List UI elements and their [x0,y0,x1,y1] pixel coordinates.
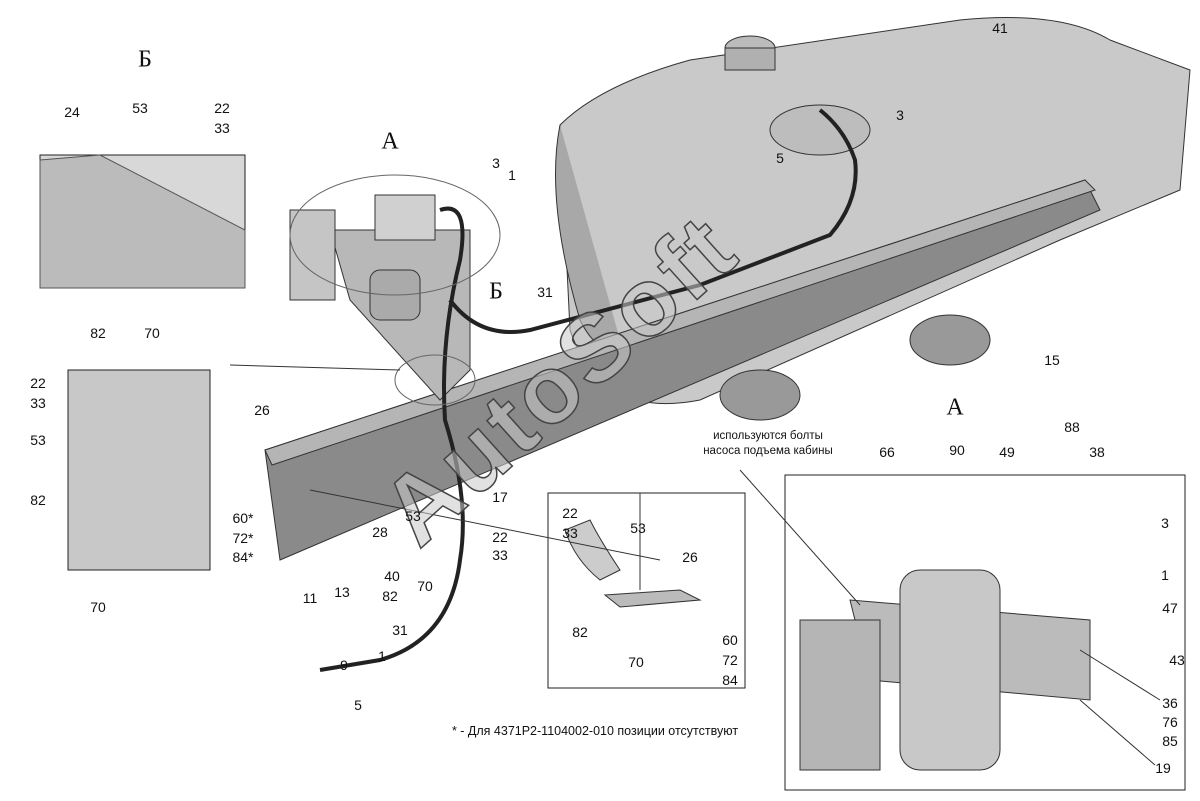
callout-b-24: 24 [64,104,80,120]
callout-a-47: 47 [1162,600,1178,616]
callout-l-82: 82 [30,492,46,508]
callout-m-11: 11 [302,590,318,606]
callout-m-22: 22 [492,529,508,545]
bolts-note-line2: насоса подъема кабины [703,445,833,457]
callout-m-41: 41 [992,20,1008,36]
callout-m-15: 15 [1044,352,1060,368]
callout-c-53: 53 [630,520,646,536]
callout-l-26: 26 [254,402,270,418]
callout-a-36: 36 [1162,695,1178,711]
view-b-marker: Б [489,278,503,305]
callout-a-66: 66 [879,444,895,460]
callout-m-53: 53 [405,508,421,524]
footnote: * - Для 4371Р2-1104002-010 позиции отсут… [451,724,739,738]
callout-l-33: 33 [30,395,46,411]
callout-a-38: 38 [1089,444,1105,460]
callout-l-70: 70 [90,599,106,615]
callout-a-1: 1 [1161,567,1169,583]
callout-a-3: 3 [1161,515,1169,531]
callout-l-53: 53 [30,432,46,448]
callout-m-70: 70 [417,578,433,594]
callout-c-70: 70 [628,654,644,670]
callout-c-60: 60 [722,632,738,648]
callout-c-22: 22 [562,505,578,521]
callout-l-72: 72* [232,530,254,546]
callout-m-17: 17 [492,489,508,505]
callout-l-22: 22 [30,375,46,391]
inset-center-frame [547,492,746,689]
callout-b-33: 33 [214,120,230,136]
callout-m-3: 3 [492,155,500,171]
callout-m-5: 5 [776,150,784,166]
callout-a-19: 19 [1155,760,1171,776]
callout-m-1b: 1 [378,648,386,664]
callout-c-33: 33 [562,525,578,541]
callout-a-43: 43 [1169,652,1185,668]
hoses [319,108,858,672]
inset-b-title: Б [138,46,152,73]
callout-c-84: 84 [722,672,738,688]
callout-a-85: 85 [1162,733,1178,749]
leader-lines [229,364,1161,766]
callout-m-31b: 31 [392,622,408,638]
callout-m-1: 1 [508,167,516,183]
callout-b-82: 82 [90,325,106,341]
callout-m-33: 33 [492,547,508,563]
bolts-note: используются болты насоса подъема кабины [703,429,833,459]
callout-b-70: 70 [144,325,160,341]
detail-circle-a [289,174,501,296]
callout-m-5b: 5 [354,697,362,713]
callout-a-49: 49 [999,444,1015,460]
callout-m-31: 31 [537,284,553,300]
callout-b-53: 53 [132,100,148,116]
callout-c-26: 26 [682,549,698,565]
callout-m-13: 13 [334,584,350,600]
inset-left-frame [67,369,211,571]
callout-m-40: 40 [384,568,400,584]
callout-l-60: 60* [232,510,254,526]
callout-c-82: 82 [572,624,588,640]
detail-circle-b [394,354,476,406]
callout-m-9: 9 [340,657,348,673]
bolts-note-line1: используются болты [713,430,823,442]
inset-a-title: А [946,394,964,421]
callout-a-90: 90 [949,442,965,458]
frame-rail [264,179,1101,561]
callout-l-84: 84* [232,549,254,565]
callout-a-76: 76 [1162,714,1178,730]
callout-m-28: 28 [372,524,388,540]
view-a-marker: А [381,128,399,155]
pump-bracket [289,194,471,401]
callout-c-72: 72 [722,652,738,668]
callout-a-88: 88 [1064,419,1080,435]
callout-m-82: 82 [382,588,398,604]
callout-b-22: 22 [214,100,230,116]
callout-m-3b: 3 [896,107,904,123]
